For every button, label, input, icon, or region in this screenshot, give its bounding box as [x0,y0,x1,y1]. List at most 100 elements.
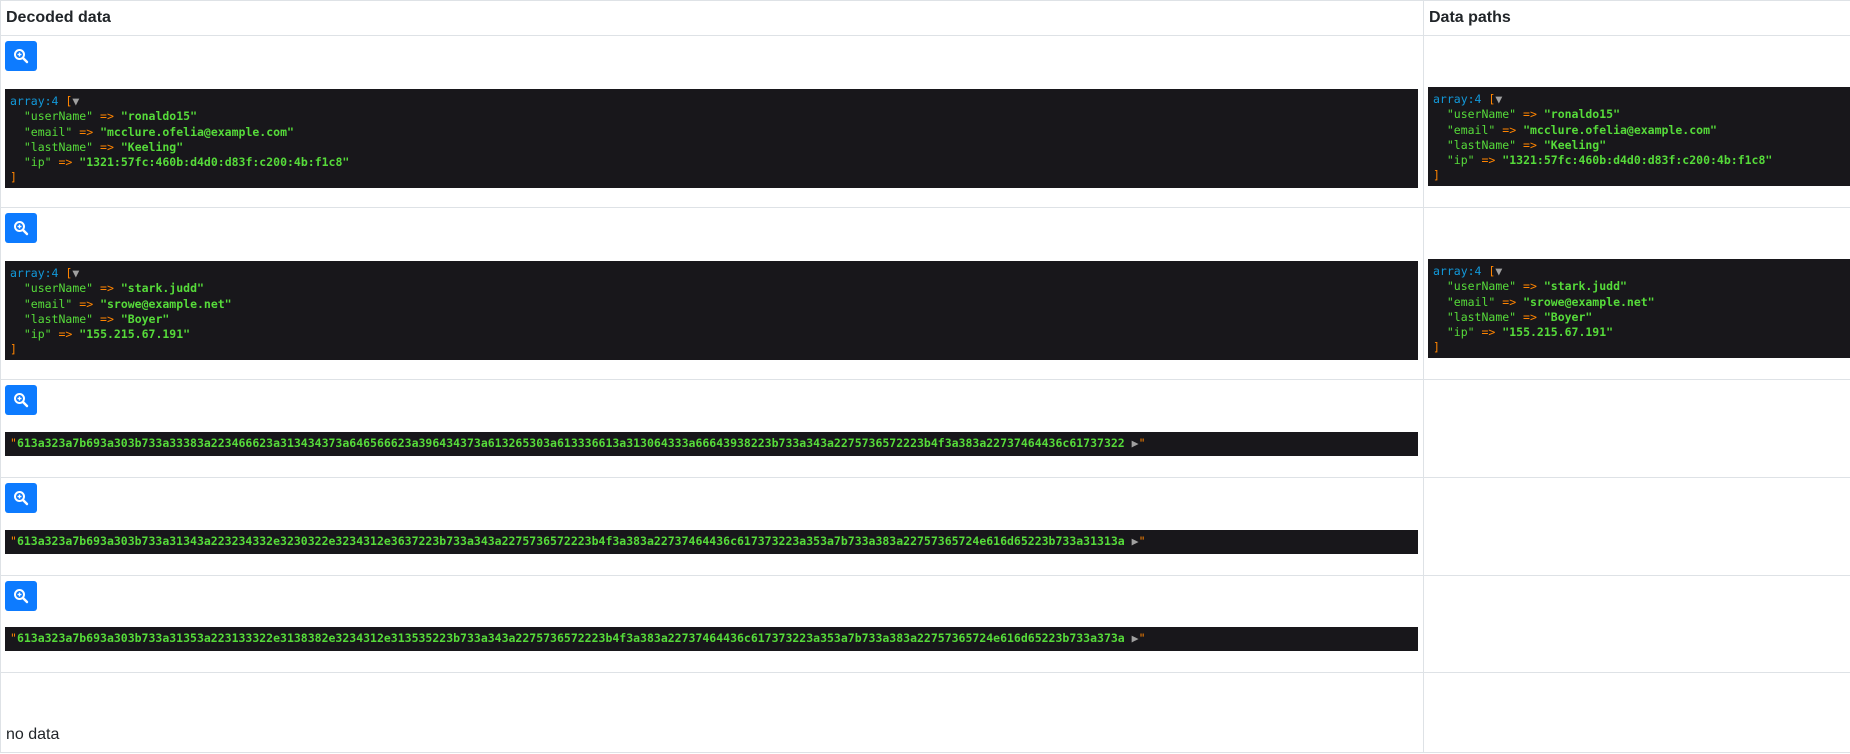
hex-string-dump: "613a323a7b693a303b733a31343a223234332e3… [5,530,1418,554]
dump-quote: " [1138,534,1146,548]
dump-value: "ronaldo15" [120,109,198,124]
dump-quote: " [10,534,17,548]
dump-value: "Boyer" [120,311,170,326]
dump-value: "Keeling" [120,139,184,154]
dump-arrow: => [58,327,73,342]
hex-value: 613a323a7b693a303b733a31353a223133322e31… [16,631,1125,645]
decoded-cell: "613a323a7b693a303b733a31343a223234332e3… [1,478,1423,575]
dump-key: "userName" [23,109,94,124]
dump-key: "ip" [1446,153,1475,168]
dump-value: "155.215.67.191" [1502,325,1614,340]
collapse-toggle-icon[interactable]: ▼ [1495,92,1503,106]
dump-arrow: => [1523,137,1537,152]
dump-arrow: => [79,124,94,139]
dump-quote: " [10,436,17,450]
dump-value: "Boyer" [1543,309,1593,324]
dump-value: "stark.judd" [1543,279,1627,294]
zoom-in-icon [14,221,29,236]
inspect-button[interactable] [5,41,37,71]
dump-key: "lastName" [23,311,94,326]
collapse-toggle-icon[interactable]: ▼ [1495,264,1503,278]
dump-key: "email" [1446,122,1496,137]
expand-toggle-icon[interactable]: ▶ [1131,631,1139,645]
dump-quote: " [1138,436,1146,450]
zoom-in-icon [14,49,29,64]
dump-arrow: => [1523,279,1537,294]
expand-toggle-icon[interactable]: ▶ [1131,534,1139,548]
dump-value: "srowe@example.net" [1523,294,1655,309]
data-path-cell [1424,673,1850,752]
dump-key: "userName" [1446,107,1517,122]
dump-close-bracket: ] [1433,340,1440,355]
data-path-cell [1424,478,1850,575]
table-row: "613a323a7b693a303b733a33383a223466623a3… [0,379,1850,478]
table-row: array:4 [▼ "userName" => "ronaldo15" "em… [0,35,1850,208]
inspect-button[interactable] [5,581,37,611]
data-path-cell: array:4 [▼ "userName" => "ronaldo15" "em… [1424,36,1850,207]
dump-key: "userName" [1446,279,1517,294]
dump-type: array:4 [10,266,59,280]
array-dump: array:4 [▼ "userName" => "stark.judd" "e… [1428,259,1850,358]
dump-close-bracket: ] [10,170,17,185]
data-path-cell [1424,576,1850,672]
hex-value: 613a323a7b693a303b733a31343a223234332e32… [16,534,1125,548]
dump-type: array:4 [1433,92,1482,106]
decoded-cell: "613a323a7b693a303b733a31353a223133322e3… [1,576,1423,672]
dump-arrow: => [1502,294,1517,309]
dump-arrow: => [1481,153,1496,168]
dump-key: "ip" [23,327,52,342]
data-path-cell: array:4 [▼ "userName" => "stark.judd" "e… [1424,208,1850,379]
inspect-button[interactable] [5,483,37,513]
no-data-text: no data [6,726,60,743]
dump-value: "mcclure.ofelia@example.com" [1523,122,1717,137]
dump-arrow: => [1481,325,1496,340]
header-data-paths: Data paths [1423,0,1850,36]
dump-arrow: => [100,139,114,154]
dump-value: "1321:57fc:460b:d4d0:d83f:c200:4b:f1c8" [79,155,350,170]
collapse-toggle-icon[interactable]: ▼ [72,94,80,108]
inspect-button[interactable] [5,213,37,243]
decoded-cell: "613a323a7b693a303b733a33383a223466623a3… [1,380,1423,477]
dump-arrow: => [1502,122,1517,137]
dump-value: "stark.judd" [120,281,204,296]
collapse-toggle-icon[interactable]: ▼ [72,266,80,280]
decoded-cell: array:4 [▼ "userName" => "stark.judd" "e… [1,208,1423,379]
hex-string-dump: "613a323a7b693a303b733a33383a223466623a3… [5,432,1418,456]
array-dump: array:4 [▼ "userName" => "ronaldo15" "em… [1428,87,1850,186]
dump-key: "ip" [1446,325,1475,340]
hex-value: 613a323a7b693a303b733a33383a223466623a31… [16,436,1125,450]
dump-arrow: => [100,281,114,296]
dump-key: "email" [1446,294,1496,309]
dump-quote: " [1138,631,1146,645]
dump-key: "email" [23,124,73,139]
zoom-in-icon [14,393,29,408]
dump-arrow: => [1523,107,1537,122]
dump-type: array:4 [1433,264,1482,278]
dump-value: "1321:57fc:460b:d4d0:d83f:c200:4b:f1c8" [1502,153,1773,168]
data-path-cell [1424,380,1850,477]
array-dump: array:4 [▼ "userName" => "stark.judd" "e… [5,261,1418,360]
table-row: "613a323a7b693a303b733a31353a223133322e3… [0,575,1850,673]
header-decoded-data: Decoded data [0,0,1424,36]
expand-toggle-icon[interactable]: ▶ [1131,436,1139,450]
decoded-cell: array:4 [▼ "userName" => "ronaldo15" "em… [1,36,1423,207]
dump-type: array:4 [10,94,59,108]
zoom-in-icon [14,491,29,506]
dump-key: "ip" [23,155,52,170]
dump-key: "lastName" [23,139,94,154]
dump-quote: " [10,631,17,645]
inspect-button[interactable] [5,385,37,415]
dump-value: "ronaldo15" [1543,107,1621,122]
dump-open-bracket: [ [1488,92,1496,106]
dump-open-bracket: [ [65,266,73,280]
dump-arrow: => [1523,309,1537,324]
dump-value: "155.215.67.191" [79,327,191,342]
dump-value: "Keeling" [1543,137,1607,152]
decoded-cell: no data [1,673,1423,752]
dump-arrow: => [100,109,114,124]
table-row: no data [0,672,1850,753]
table-row: "613a323a7b693a303b733a31343a223234332e3… [0,477,1850,576]
dump-key: "email" [23,296,73,311]
dump-key: "userName" [23,281,94,296]
